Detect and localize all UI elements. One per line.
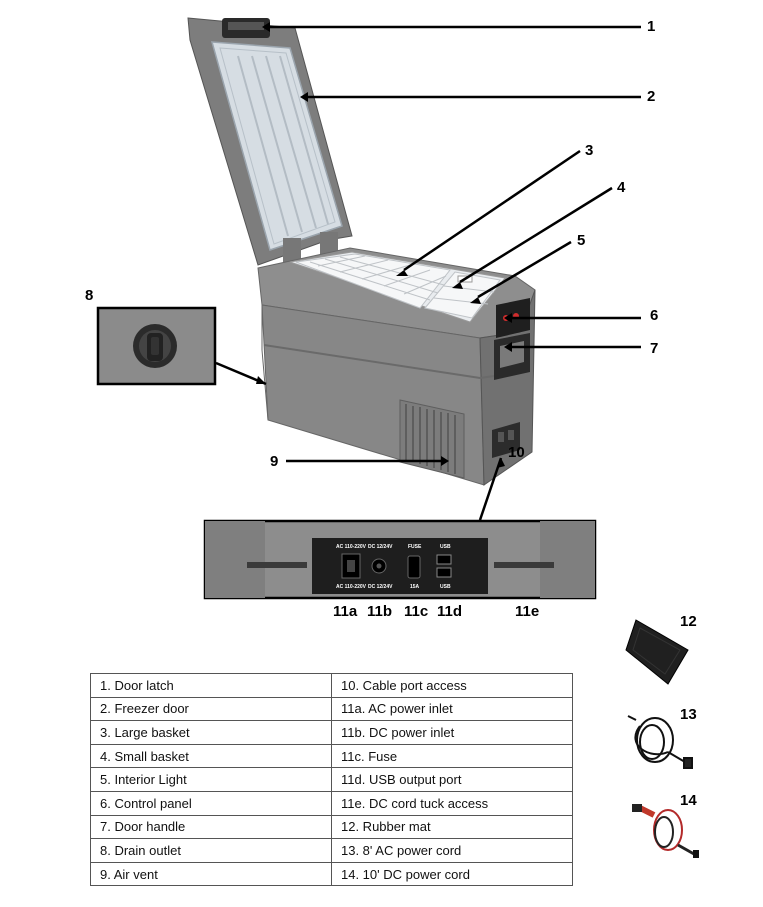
table-row: 5. Interior Light 11d. USB output port — [90, 767, 573, 792]
callout-13: 13 — [680, 706, 697, 723]
table-cell: 11b. DC power inlet — [331, 720, 573, 745]
table-cell: 3. Large basket — [90, 720, 332, 745]
sublabel-11a: 11a — [333, 603, 358, 620]
table-cell: 4. Small basket — [90, 743, 332, 769]
table-row: 1. Door latch 10. Cable port access — [90, 673, 573, 698]
leader-lines — [215, 25, 641, 521]
table-cell: 11a. AC power inlet — [331, 696, 573, 722]
fuse-label-bottom: 15A — [410, 584, 420, 590]
usb-label-bottom: USB — [440, 584, 451, 590]
table-cell: 10. Cable port access — [331, 673, 573, 698]
fuse-label-top: FUSE — [408, 544, 422, 550]
door-handle — [494, 333, 530, 380]
table-row: 6. Control panel 11e. DC cord tuck acces… — [90, 790, 573, 816]
usb-port — [436, 554, 452, 565]
callout-12: 12 — [680, 613, 697, 630]
dc-cord-tuck-right — [494, 562, 554, 568]
table-cell: 2. Freezer door — [90, 696, 332, 722]
callout-14: 14 — [680, 792, 697, 809]
ac-label-top: AC 110-220V — [336, 544, 367, 550]
large-basket — [295, 253, 451, 309]
freezer-door — [187, 17, 353, 266]
callout-5: 5 — [577, 232, 586, 249]
power-panel — [312, 538, 488, 594]
callout-9: 9 — [270, 453, 279, 470]
table-cell: 11c. Fuse — [331, 743, 573, 769]
table-row: 2. Freezer door 11a. AC power inlet — [90, 696, 573, 722]
table-row: 9. Air vent 14. 10' DC power cord — [90, 861, 573, 887]
table-cell: 1. Door latch — [90, 673, 332, 698]
table-cell: 11d. USB output port — [331, 767, 573, 792]
sublabel-11d: 11d — [437, 603, 463, 620]
drain-outlet-inset — [96, 306, 217, 386]
callout-6: 6 — [650, 307, 659, 324]
table-cell: 5. Interior Light — [90, 767, 332, 792]
dc-power-cord — [632, 804, 699, 858]
callout-8: 8 — [85, 287, 94, 304]
table-cell: 6. Control panel — [90, 790, 332, 816]
arrowheads — [256, 22, 512, 468]
rubber-mat — [625, 619, 689, 685]
table-cell: 7. Door handle — [90, 814, 332, 840]
sublabel-11b: 11b — [367, 603, 393, 620]
table-row: 8. Drain outlet 13. 8' AC power cord — [90, 838, 573, 863]
usb-label-top: USB — [440, 544, 451, 550]
sublabel-11e: 11e — [515, 603, 540, 620]
table-row: 4. Small basket 11c. Fuse — [90, 743, 573, 769]
fuse — [407, 555, 421, 579]
dc-label-bottom: DC 12/24V — [368, 584, 393, 590]
cable-port-access — [492, 422, 520, 458]
table-cell: 14. 10' DC power cord — [331, 861, 573, 887]
air-vent — [399, 399, 465, 479]
table-cell: 12. Rubber mat — [331, 814, 573, 840]
callout-10: 10 — [508, 444, 525, 461]
callout-2: 2 — [647, 88, 656, 105]
table-row: 3. Large basket 11b. DC power inlet — [90, 720, 573, 745]
parts-table: 1. Door latch 10. Cable port access 2. F… — [90, 673, 573, 887]
rear-panel-inset: AC 110-220V DC 12/24V FUSE USB AC 110-22… — [203, 519, 597, 600]
hinge — [283, 238, 301, 262]
callout-7: 7 — [650, 340, 659, 357]
callout-3: 3 — [585, 142, 594, 159]
table-cell: 11e. DC cord tuck access — [331, 790, 573, 816]
ac-power-cord — [627, 715, 693, 769]
table-cell: 13. 8' AC power cord — [331, 838, 573, 863]
sublabel-11c: 11c — [404, 603, 429, 620]
callout-1: 1 — [647, 18, 656, 35]
table-cell: 9. Air vent — [90, 861, 332, 887]
dc-label-top: DC 12/24V — [368, 544, 393, 550]
table-cell: 8. Drain outlet — [90, 838, 332, 863]
dc-cord-tuck-left — [247, 562, 307, 568]
ac-label-bottom: AC 110-220V — [336, 584, 367, 590]
usb-port — [436, 567, 452, 578]
hinge — [320, 232, 338, 254]
table-row: 7. Door handle 12. Rubber mat — [90, 814, 573, 840]
door-latch — [222, 18, 270, 38]
callout-4: 4 — [617, 179, 626, 196]
